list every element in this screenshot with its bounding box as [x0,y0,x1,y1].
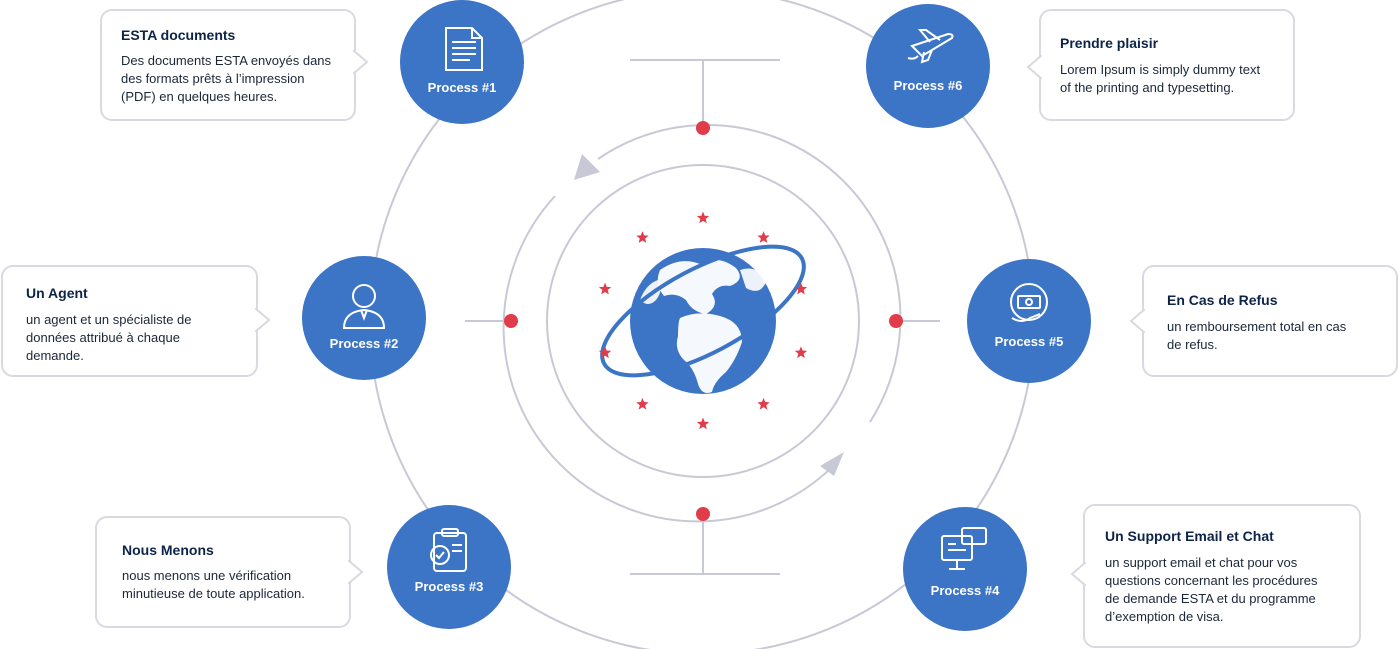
cycle-arrows [502,123,902,523]
card-text: un remboursement total en cas de refus. [1167,319,1347,352]
agent-icon [342,284,386,329]
star-icon [598,282,612,295]
process-circle [400,0,524,124]
process-label: Process #2 [330,336,399,351]
process-label: Process #6 [894,78,963,93]
cycle-arc-left [502,195,841,523]
process-2[interactable]: Process #2 [302,256,426,380]
card-pointer [1129,309,1145,333]
node-dot-left [504,314,518,328]
document-icon [445,27,483,71]
process-4[interactable]: Process #4 [903,507,1027,631]
process-circle [866,4,990,128]
node-dot-right [889,314,903,328]
card-title: Nous Menons [122,542,214,558]
refund-icon [1010,283,1048,322]
card-title: Un Support Email et Chat [1105,528,1274,544]
card-text: Des documents ESTA envoyés dans des form… [121,53,332,104]
card-title: Prendre plaisir [1060,35,1159,51]
star-ring [598,211,808,430]
star-icon [696,417,710,430]
card-pointer [353,50,369,74]
card-pointer [255,308,271,332]
process-label: Process #1 [428,80,497,95]
card-process-4: Un Support Email et Chat un support emai… [1083,504,1361,648]
card-pointer [1026,55,1042,79]
process-circle [387,505,511,629]
globe-icon [600,244,806,394]
process-3[interactable]: Process #3 [387,505,511,629]
card-process-1: ESTA documents Des documents ESTA envoyé… [100,9,356,121]
card-pointer [348,560,364,584]
star-icon [636,397,649,410]
card-process-2: Un Agent un agent et un spécialiste de d… [1,265,258,377]
node-dot-bottom [696,507,710,521]
card-process-5: En Cas de Refus un remboursement total e… [1142,265,1398,377]
process-6[interactable]: Process #6 [866,4,990,128]
card-pointer [1070,562,1086,586]
star-icon [757,231,770,243]
star-icon [794,346,808,359]
node-dots [504,121,903,521]
globe-landmass-east [740,268,766,291]
star-icon [757,397,770,410]
globe-landmass-europe [657,259,740,314]
inner-ring [546,164,860,478]
card-process-3: Nous Menons nous menons une vérification… [95,516,351,628]
card-process-6: Prendre plaisir Lorem Ipsum is simply du… [1039,9,1295,121]
card-text: un agent et un spécialiste de données at… [26,312,192,363]
arrow-head-bottom-right-icon [820,452,844,476]
computer-chat-icon [941,527,987,570]
node-dot-top [696,121,710,135]
star-icon [696,211,710,224]
clipboard-gear-icon [430,528,467,572]
process-5[interactable]: Process #5 [967,259,1091,383]
airplane-icon [907,29,954,64]
card-title: En Cas de Refus [1167,292,1278,308]
arrow-head-top-left-icon [574,154,600,180]
card-title: ESTA documents [121,27,236,43]
card-title: Un Agent [26,285,88,301]
star-icon [636,231,649,243]
process-label: Process #3 [415,579,484,594]
process-1[interactable]: Process #1 [400,0,524,124]
card-text: un support email et chat pour vos questi… [1105,555,1318,624]
globe-orbit [600,244,806,378]
star-icon [794,282,808,295]
card-text: nous menons une vérification minutieuse … [122,568,305,601]
card-text: Lorem Ipsum is simply dummy text of the … [1060,62,1261,95]
star-icon [598,346,612,359]
cycle-arc-right [597,123,902,423]
process-label: Process #4 [931,583,1000,598]
process-label: Process #5 [995,334,1064,349]
